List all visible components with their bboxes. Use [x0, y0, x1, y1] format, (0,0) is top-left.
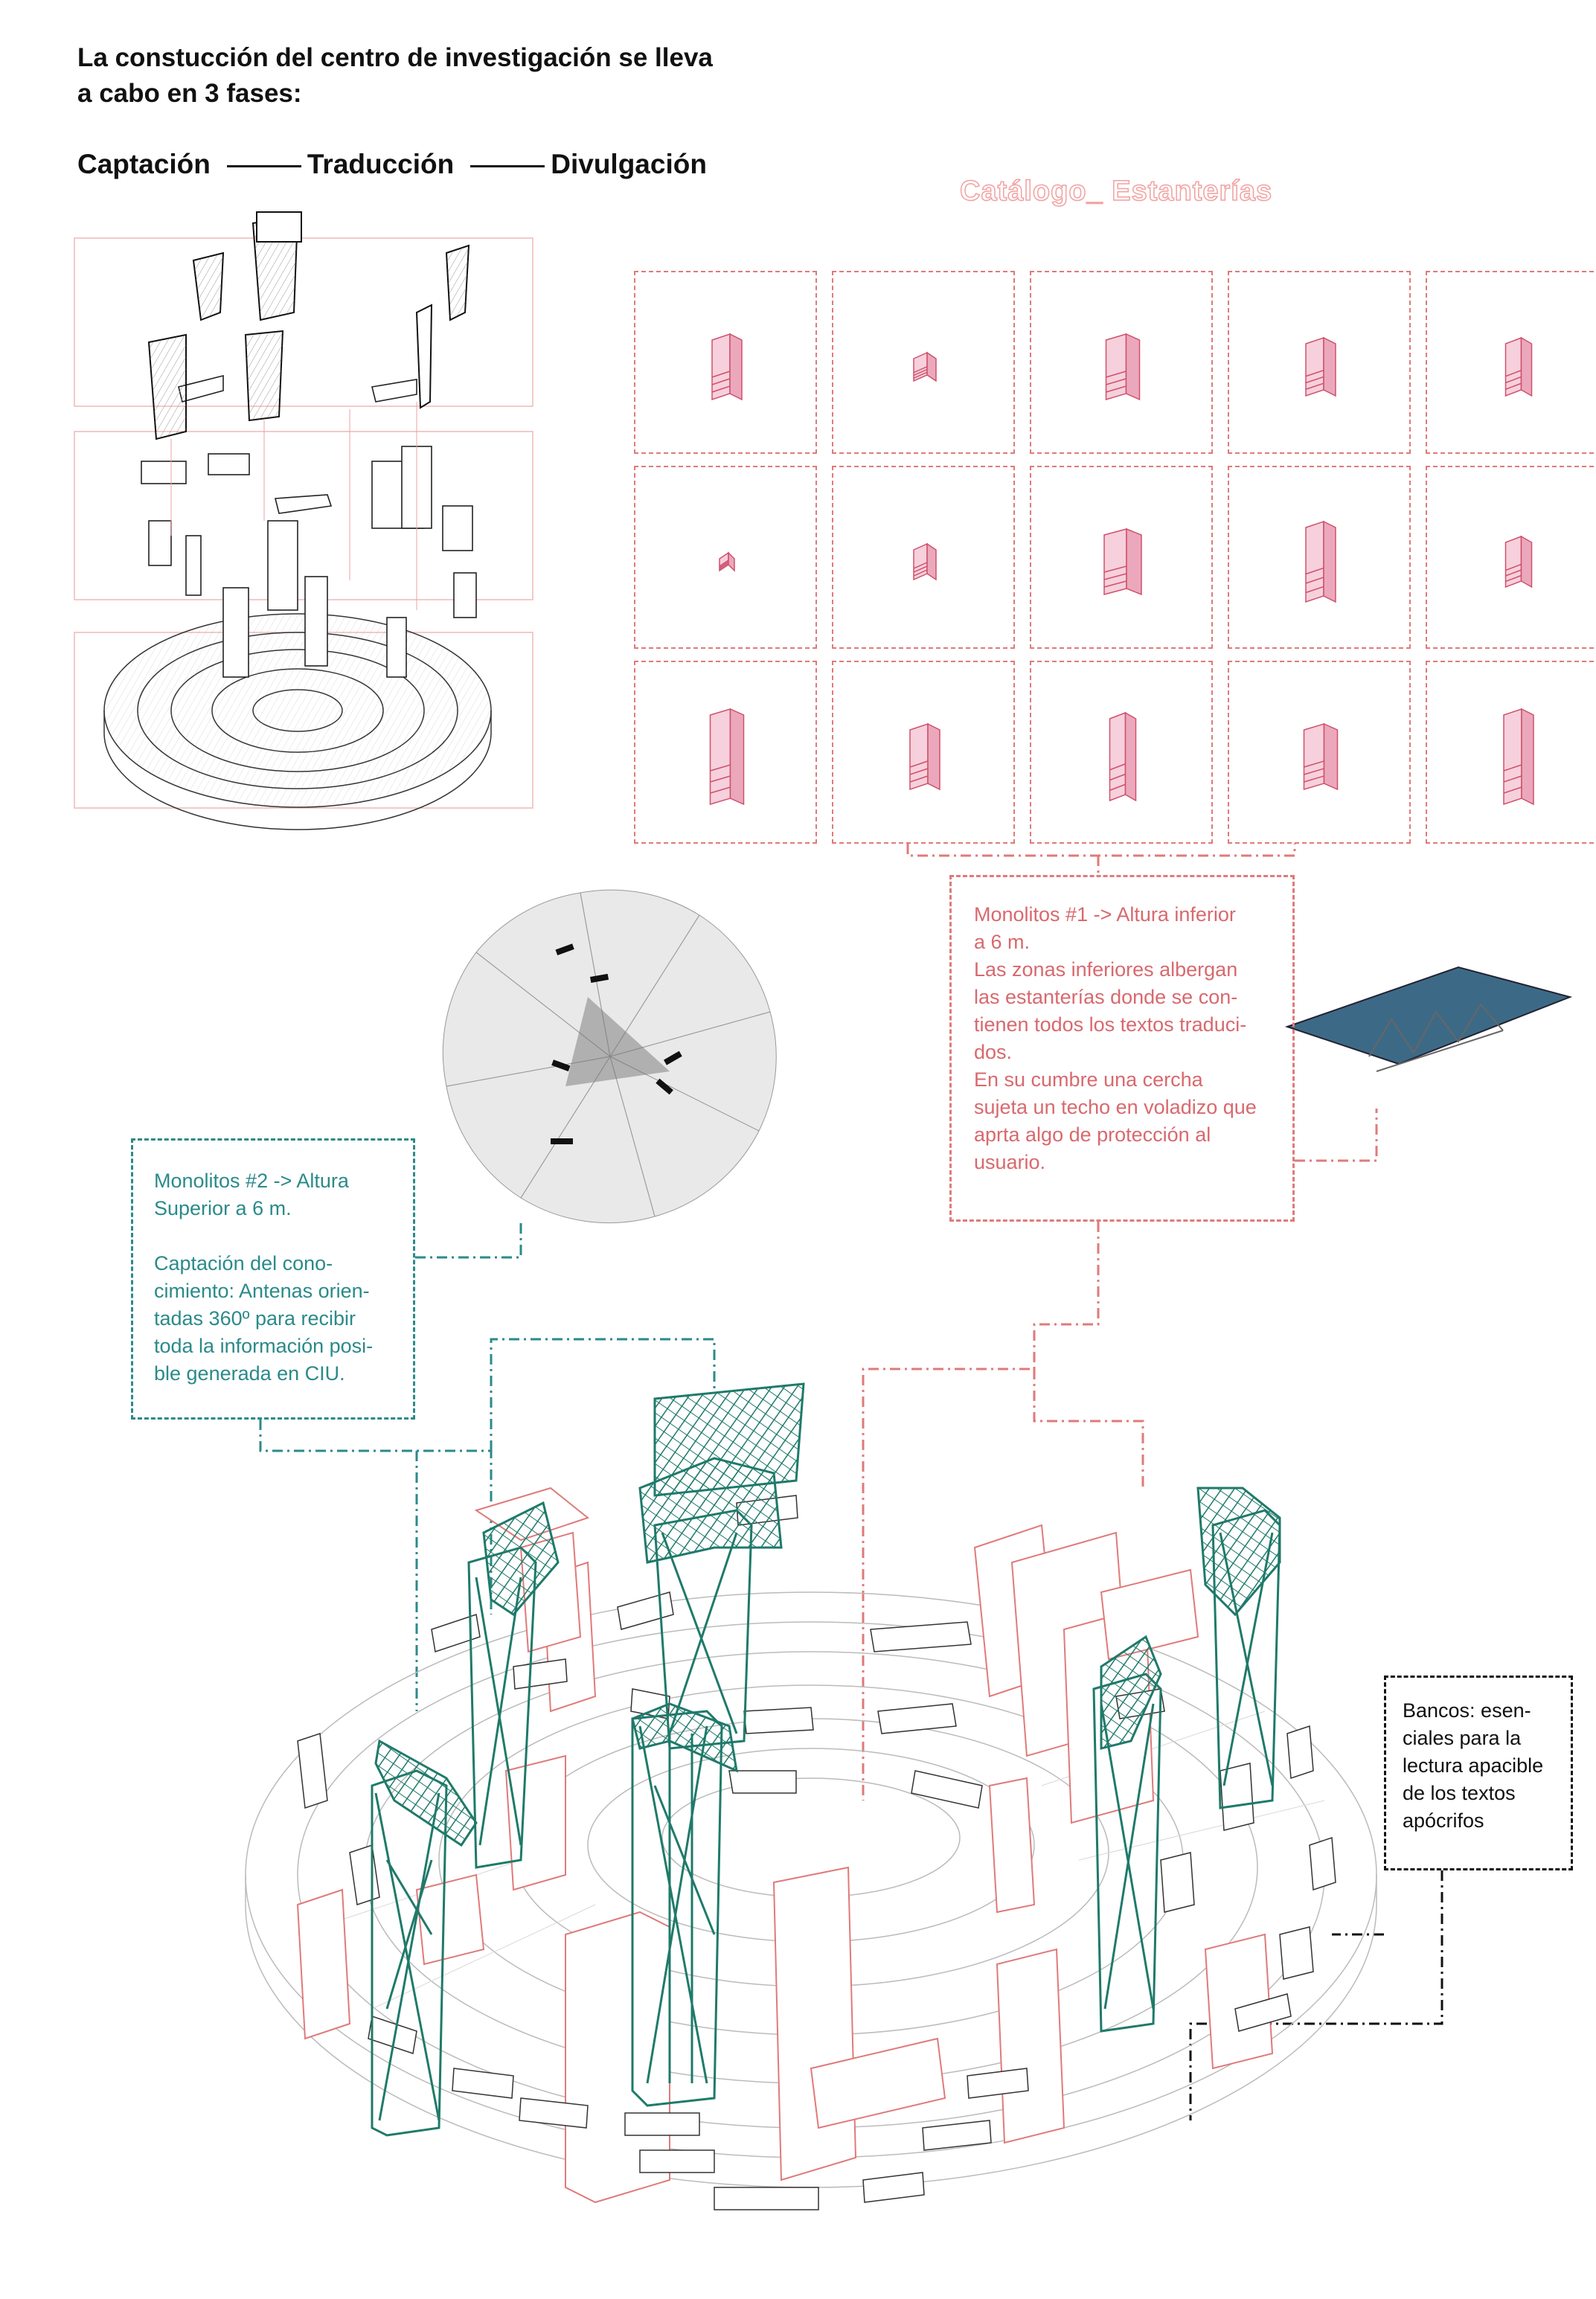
- shelf-unit-icon: [1305, 336, 1336, 397]
- monolitos-1-line: tienen todos los textos traduci-: [974, 1013, 1247, 1036]
- note-monolitos-1: Monolitos #1 -> Altura inferior a 6 m. Las…: [949, 875, 1295, 1222]
- shelf-unit-icon: [709, 708, 745, 806]
- monolitos-1-line: dos.: [974, 1041, 1013, 1063]
- monolitos-2-line: cimiento: Antenas orien-: [154, 1280, 370, 1302]
- catalog-title: Catálogo_ Estanterías: [959, 175, 1273, 208]
- bancos-line: Bancos: esen-: [1403, 1699, 1531, 1722]
- catalog-cell: [1426, 271, 1596, 454]
- leader-lines: [259, 844, 1443, 2120]
- catalog-cell: [832, 661, 1015, 844]
- bancos-line: de los textos: [1403, 1782, 1516, 1804]
- bancos-line: apócrifos: [1403, 1809, 1484, 1832]
- catalog-cell: [1030, 271, 1213, 454]
- title-line-1: La constucción del centro de investigaci…: [77, 43, 713, 72]
- monolitos-2-line: ble generada en CIU.: [154, 1362, 345, 1385]
- phase-connector-1: [226, 164, 301, 167]
- catalog-cell: [634, 466, 817, 649]
- phase-connector-2: [470, 164, 545, 167]
- note-bancos: Bancos: esen-ciales para la lectura apaci…: [1384, 1676, 1573, 1870]
- phase-divulgacion: Divulgación: [551, 149, 707, 179]
- note-spacer: [154, 1222, 392, 1250]
- monolitos-1-line: a 6 m.: [974, 931, 1031, 953]
- shelf-unit-icon: [1103, 528, 1142, 596]
- monolitos-1-line: Las zonas inferiores albergan: [974, 958, 1238, 981]
- catalog-cell: [1228, 661, 1411, 844]
- shelf-unit-icon: [1504, 336, 1533, 397]
- monolitos-1-line: Monolitos #1 -> Altura inferior: [974, 903, 1236, 926]
- rotation-plan-diagram: [442, 889, 777, 1224]
- catalog-cell: [1030, 661, 1213, 844]
- catalog-cell: [1426, 661, 1596, 844]
- phase-captacion: Captación: [77, 149, 211, 179]
- main-axonometric: [245, 1382, 1377, 2210]
- phase-traduccion: Traducción: [307, 149, 455, 179]
- catalog-cell: [1426, 466, 1596, 649]
- shelf-unit-icon: [913, 351, 937, 382]
- shelf-unit-icon: [909, 722, 940, 791]
- catalog-cell: [1030, 466, 1213, 649]
- bancos-line: ciales para la: [1403, 1727, 1522, 1749]
- shelf-unit-icon: [1305, 520, 1336, 603]
- title-line-2: a cabo en 3 fases:: [77, 79, 302, 108]
- cantilever-roof: [1284, 966, 1573, 1072]
- monolitos-1-line: sujeta un techo en voladizo que: [974, 1096, 1257, 1118]
- monolitos-1-line: aprta algo de protección al: [974, 1123, 1211, 1146]
- shelf-unit-icon: [711, 333, 743, 401]
- shelf-unit-icon: [1105, 333, 1141, 401]
- monolitos-1-line: las estanterías donde se con-: [974, 986, 1238, 1008]
- shelf-unit-icon: [1503, 708, 1534, 806]
- monolitos-2-line: Captación del cono-: [154, 1252, 333, 1274]
- shelf-catalog-grid: [634, 271, 1596, 844]
- monolitos-2-line: Monolitos #2 -> Altura: [154, 1170, 349, 1192]
- monolitos-1-line: En su cumbre una cercha: [974, 1068, 1203, 1091]
- shelf-unit-icon: [719, 551, 735, 572]
- shelf-unit-icon: [1504, 535, 1533, 589]
- shelf-unit-icon: [913, 542, 937, 581]
- catalog-cell: [832, 466, 1015, 649]
- shelf-unit-icon: [1109, 711, 1137, 802]
- catalog-cell: [1228, 271, 1411, 454]
- shelf-unit-icon: [1303, 722, 1339, 791]
- bancos-line: lectura apacible: [1403, 1754, 1544, 1777]
- catalog-cell: [1228, 466, 1411, 649]
- catalog-cell: [832, 271, 1015, 454]
- exploded-axonometric: [74, 211, 533, 830]
- monolitos-1-line: usuario.: [974, 1151, 1046, 1173]
- page-title: La constucción del centro de investigaci…: [77, 40, 821, 112]
- monolitos-2-line: toda la información posi-: [154, 1335, 374, 1357]
- catalog-cell: [634, 271, 817, 454]
- phase-sequence: Captación Traducción Divulgación: [77, 146, 707, 183]
- monolitos-2-line: Superior a 6 m.: [154, 1197, 292, 1219]
- monolitos-2-line: tadas 360º para recibir: [154, 1307, 356, 1330]
- catalog-cell: [634, 661, 817, 844]
